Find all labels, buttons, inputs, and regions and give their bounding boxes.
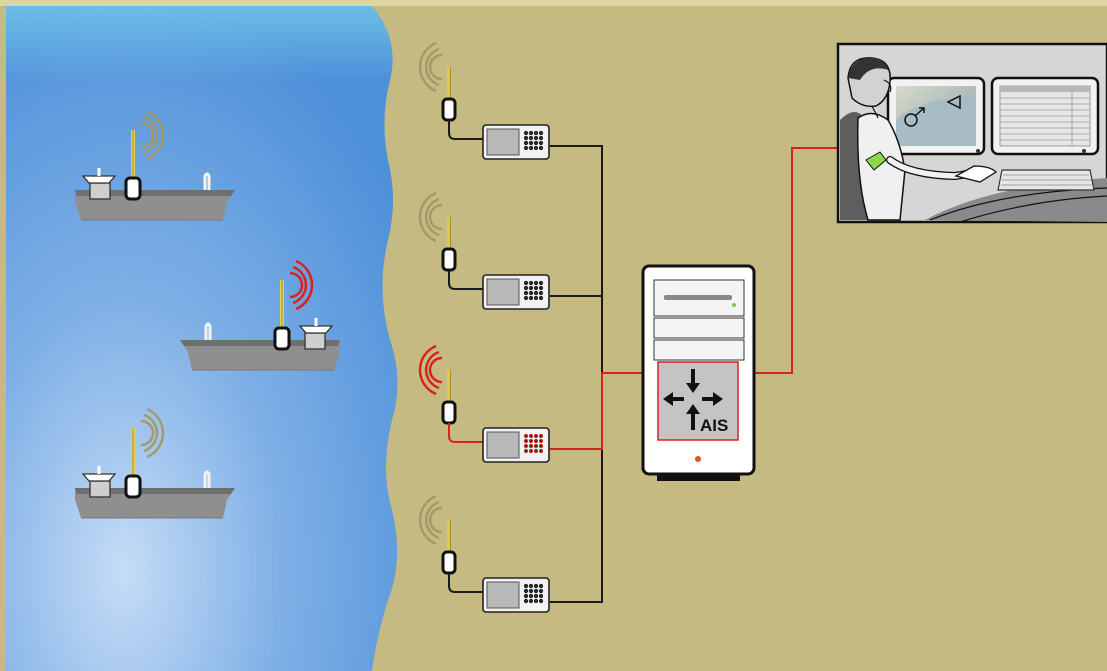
- power-led: [695, 456, 701, 462]
- ais-arrows-icon: [663, 369, 723, 430]
- link-active-to-server: [550, 372, 643, 450]
- sea-shallow-tint: [6, 6, 393, 220]
- ais-server-tower: AIS: [641, 264, 756, 481]
- ais-label: AIS: [700, 416, 728, 435]
- link-server-to-operator: [754, 147, 838, 374]
- operator-workstation: [836, 42, 1107, 224]
- operator-person: [847, 57, 998, 221]
- top-highlight: [0, 0, 1107, 6]
- operator-hair: [848, 57, 888, 80]
- station-network-links: [550, 145, 838, 603]
